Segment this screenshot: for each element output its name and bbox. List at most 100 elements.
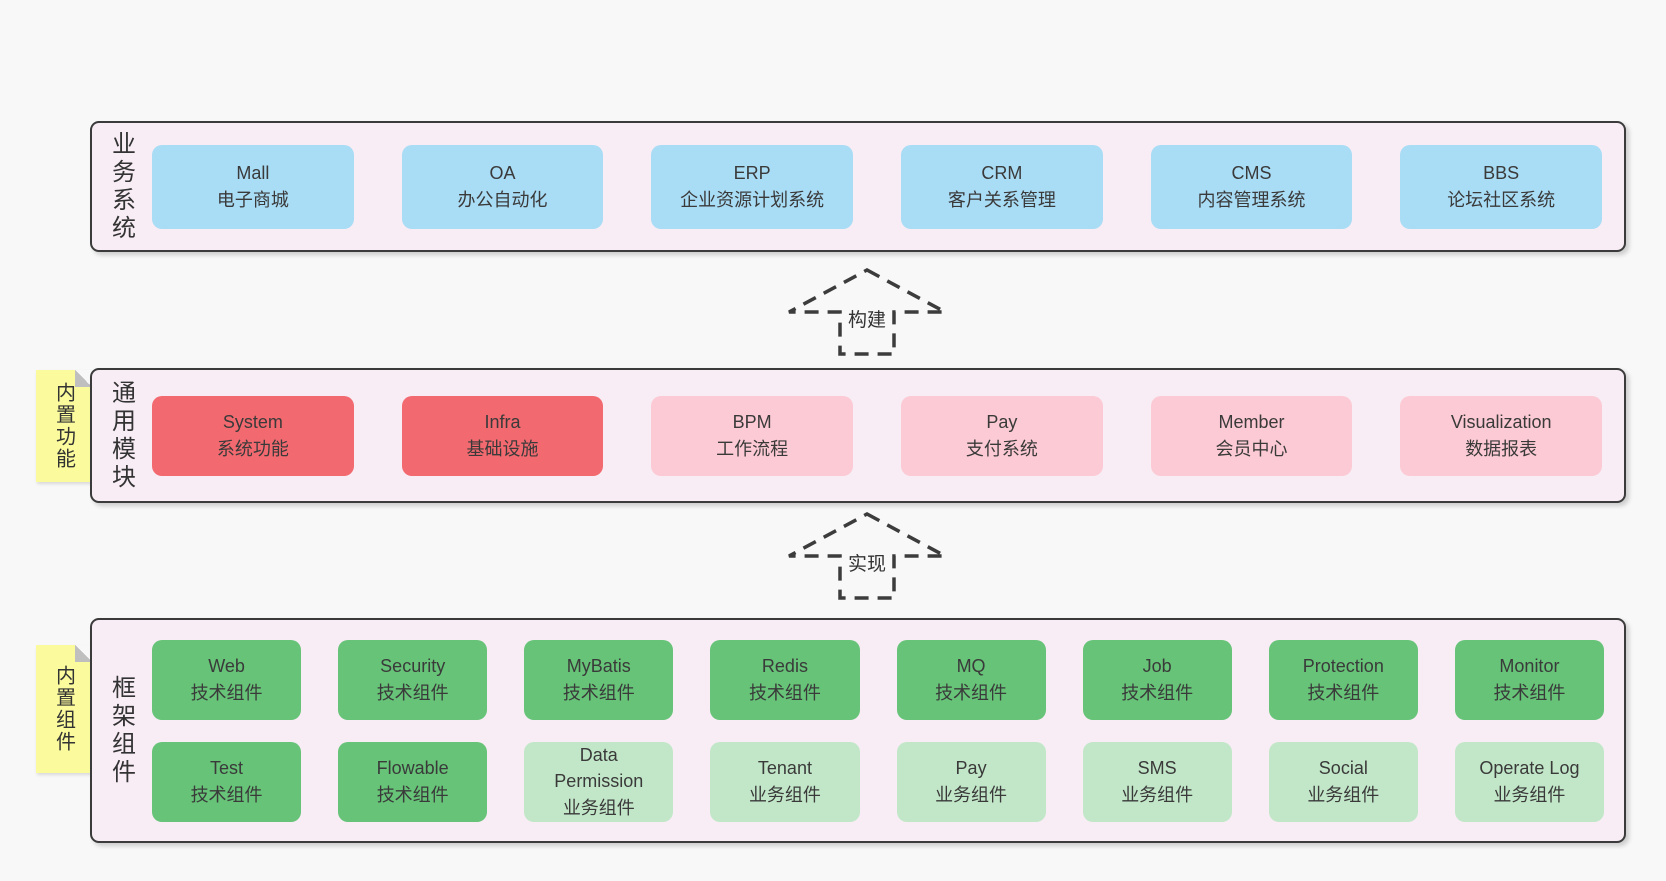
panel-title-vertical: 业务系统: [92, 123, 150, 250]
sticky-note-label: 内置功能: [52, 382, 75, 470]
box-subtitle: 客户关系管理: [947, 189, 1056, 210]
box-subtitle: 企业资源计划系统: [680, 189, 825, 210]
box-title: Mall: [236, 163, 270, 184]
components-row-1: Web 技术组件 Security 技术组件 MyBatis 技术组件 Redi…: [152, 639, 1604, 720]
box-subtitle: 技术组件: [935, 682, 1008, 703]
box-subtitle: 技术组件: [748, 682, 821, 703]
box-bpm: BPM 工作流程: [651, 395, 854, 476]
box-title: OA: [489, 163, 516, 184]
modules-box-row: System 系统功能 Infra 基础设施 BPM 工作流程 Pay 支付系统…: [150, 370, 1624, 501]
dashed-up-arrow-build: 构建: [782, 266, 952, 358]
box-title: Pay: [986, 412, 1018, 433]
box-subtitle: 电子商城: [216, 189, 289, 210]
box-title: Test: [210, 758, 244, 779]
panel-title-vertical: 框架组件: [92, 620, 150, 841]
box-pay-component: Pay 业务组件: [896, 741, 1046, 822]
folded-corner-icon: [75, 370, 92, 387]
box-member: Member 会员中心: [1150, 395, 1353, 476]
box-title: Operate Log: [1479, 758, 1580, 779]
box-bbs: BBS 论坛社区系统: [1400, 144, 1603, 229]
box-subtitle: 技术组件: [1121, 682, 1194, 703]
box-subtitle: 业务组件: [562, 797, 635, 818]
box-title: Visualization: [1450, 412, 1552, 433]
box-subtitle: 业务组件: [1307, 784, 1380, 805]
up-arrow-icon: [788, 512, 946, 600]
box-subtitle: 论坛社区系统: [1447, 189, 1556, 210]
business-systems-panel: 业务系统 Mall 电子商城 OA 办公自动化 ERP 企业资源计划系统 CRM…: [90, 121, 1626, 252]
box-title: Flowable: [376, 758, 449, 779]
panel-title-text: 通用模块: [107, 379, 135, 492]
box-cms: CMS 内容管理系统: [1150, 144, 1353, 229]
panel-title-text: 业务系统: [107, 130, 135, 243]
box-title: Infra: [484, 412, 521, 433]
box-subtitle: 会员中心: [1215, 438, 1288, 459]
arrow-label: 构建: [843, 304, 891, 333]
sticky-note-builtin-functions: 内置功能: [36, 370, 92, 482]
box-visualization: Visualization 数据报表: [1400, 395, 1603, 476]
box-tenant: Tenant 业务组件: [710, 741, 860, 822]
box-mall: Mall 电子商城: [152, 144, 354, 229]
box-subtitle: 技术组件: [376, 682, 449, 703]
box-system: System 系统功能: [152, 395, 354, 476]
box-test: Test 技术组件: [152, 741, 302, 822]
box-title: Data Permission: [554, 745, 644, 792]
box-title: CMS: [1231, 163, 1272, 184]
box-title: Pay: [955, 758, 987, 779]
box-subtitle: 技术组件: [376, 784, 449, 805]
box-subtitle: 系统功能: [216, 438, 289, 459]
sticky-note-label: 内置组件: [52, 665, 75, 753]
box-pay-system: Pay 支付系统: [901, 395, 1103, 476]
box-title: CRM: [981, 163, 1023, 184]
box-monitor: Monitor 技术组件: [1454, 639, 1604, 720]
box-subtitle: 业务组件: [935, 784, 1008, 805]
box-flowable: Flowable 技术组件: [338, 741, 488, 822]
arrow-label: 实现: [843, 548, 891, 577]
components-grid: Web 技术组件 Security 技术组件 MyBatis 技术组件 Redi…: [150, 620, 1624, 841]
box-protection: Protection 技术组件: [1268, 639, 1418, 720]
box-subtitle: 技术组件: [562, 682, 635, 703]
box-redis: Redis 技术组件: [710, 639, 860, 720]
box-title: Monitor: [1499, 656, 1560, 677]
box-social: Social 业务组件: [1268, 741, 1418, 822]
sticky-note-builtin-components: 内置组件: [36, 645, 92, 773]
box-crm: CRM 客户关系管理: [901, 144, 1103, 229]
box-title: Social: [1318, 758, 1368, 779]
folded-corner-icon: [75, 645, 92, 662]
box-job: Job 技术组件: [1082, 639, 1232, 720]
box-operate-log: Operate Log 业务组件: [1454, 741, 1604, 822]
box-title: Web: [208, 656, 245, 677]
box-title: System: [222, 412, 283, 433]
box-title: BBS: [1483, 163, 1520, 184]
framework-components-panel: 框架组件 Web 技术组件 Security 技术组件 MyBatis 技术组件…: [90, 618, 1626, 843]
box-title: Member: [1218, 412, 1285, 433]
box-subtitle: 内容管理系统: [1197, 189, 1306, 210]
box-subtitle: 工作流程: [716, 438, 789, 459]
box-subtitle: 技术组件: [1307, 682, 1380, 703]
box-subtitle: 基础设施: [466, 438, 539, 459]
box-subtitle: 支付系统: [965, 438, 1038, 459]
box-mq: MQ 技术组件: [896, 639, 1046, 720]
box-oa: OA 办公自动化: [401, 144, 604, 229]
box-title: ERP: [733, 163, 771, 184]
box-data-permission: Data Permission 业务组件: [524, 741, 674, 822]
panel-title-text: 框架组件: [107, 674, 135, 787]
box-security: Security 技术组件: [338, 639, 488, 720]
box-title: SMS: [1137, 758, 1177, 779]
box-title: MQ: [956, 656, 986, 677]
box-title: MyBatis: [566, 656, 631, 677]
box-infra: Infra 基础设施: [401, 395, 604, 476]
box-title: Redis: [761, 656, 808, 677]
box-subtitle: 业务组件: [1493, 784, 1566, 805]
box-title: Security: [380, 656, 446, 677]
box-subtitle: 业务组件: [1121, 784, 1194, 805]
box-title: Tenant: [757, 758, 812, 779]
box-mybatis: MyBatis 技术组件: [524, 639, 674, 720]
box-subtitle: 办公自动化: [457, 189, 548, 210]
box-subtitle: 技术组件: [1493, 682, 1566, 703]
box-subtitle: 业务组件: [748, 784, 821, 805]
components-row-2: Test 技术组件 Flowable 技术组件 Data Permission …: [152, 741, 1604, 822]
panel-title-vertical: 通用模块: [92, 370, 150, 501]
business-box-row: Mall 电子商城 OA 办公自动化 ERP 企业资源计划系统 CRM 客户关系…: [150, 123, 1624, 250]
box-title: Job: [1142, 656, 1172, 677]
up-arrow-icon: [788, 268, 946, 356]
